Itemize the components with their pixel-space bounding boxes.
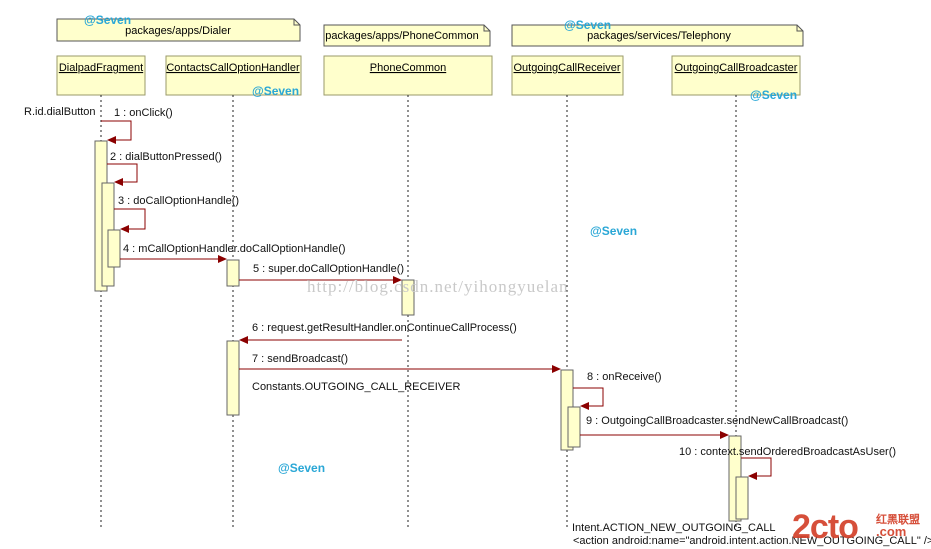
author-watermark: @Seven xyxy=(750,88,797,102)
message-arrow-3 xyxy=(114,208,146,233)
message-arrow-8 xyxy=(573,387,604,410)
lifeline-header-phonecommon: PhoneCommon xyxy=(323,55,493,96)
activation-bars xyxy=(94,140,749,522)
message-label-6: 6 : request.getResultHandler.onContinueC… xyxy=(252,322,517,334)
author-watermark: @Seven xyxy=(84,13,131,27)
lifeline-label-outgoingcallbroadcaster: OutgoingCallBroadcaster xyxy=(675,62,798,74)
receiver-constant-note: Constants.OUTGOING_CALL_RECEIVER xyxy=(252,381,461,393)
manifest-line-note: <action android:name="android.intent.act… xyxy=(573,535,931,547)
message-arrows xyxy=(101,120,772,480)
message-label-5: 5 : super.doCallOptionHandle() xyxy=(253,263,404,275)
activation-handler-1 xyxy=(226,259,240,287)
lifeline-header-contactscalloptionhandler: ContactsCallOptionHandler xyxy=(165,55,302,96)
url-watermark: http://blog.csdn.net/yihongyuelan xyxy=(307,277,569,296)
message-label-4: 4 : mCallOptionHandler.doCallOptionHandl… xyxy=(123,243,346,255)
message-label-3: 3 : doCallOptionHandle() xyxy=(118,195,239,207)
lifeline-header-outgoingcallbroadcaster: OutgoingCallBroadcaster xyxy=(671,55,801,96)
activation-broadcaster-2 xyxy=(735,476,749,520)
author-watermark: @Seven xyxy=(252,84,299,98)
activation-handler-2 xyxy=(226,340,240,416)
message-label-8: 8 : onReceive() xyxy=(587,371,662,383)
trigger-label: R.id.dialButton xyxy=(24,106,96,118)
package-label-dialer: packages/apps/Dialer xyxy=(125,25,231,37)
lifeline-header-outgoingcallreceiver: OutgoingCallReceiver xyxy=(511,55,624,96)
site-logo-sub: .com xyxy=(876,524,906,539)
site-logo: 2cto .com 红黑联盟 xyxy=(792,508,920,546)
lifeline-label-outgoingcallreceiver: OutgoingCallReceiver xyxy=(514,62,621,74)
author-watermark: @Seven xyxy=(564,18,611,32)
activation-phonecommon-1 xyxy=(401,279,415,316)
message-label-10: 10 : context.sendOrderedBroadcastAsUser(… xyxy=(679,446,896,458)
intent-action-note: Intent.ACTION_NEW_OUTGOING_CALL xyxy=(572,522,776,534)
message-label-1: 1 : onClick() xyxy=(114,107,173,119)
author-watermark: @Seven xyxy=(278,461,325,475)
package-note-phonecommon: packages/apps/PhoneCommon xyxy=(323,24,491,47)
message-label-9: 9 : OutgoingCallBroadcaster.sendNewCallB… xyxy=(586,415,848,427)
activation-dialpad-3 xyxy=(107,229,121,268)
message-arrow-10 xyxy=(741,457,772,480)
message-arrow-2 xyxy=(107,163,138,186)
message-arrow-1 xyxy=(101,120,132,144)
author-watermark: @Seven xyxy=(590,224,637,238)
site-logo-text: 2cto xyxy=(792,508,858,546)
message-label-7: 7 : sendBroadcast() xyxy=(252,353,348,365)
lifeline-header-dialpadfragment: DialpadFragment xyxy=(56,55,146,96)
lifeline-label-contactscalloptionhandler: ContactsCallOptionHandler xyxy=(166,62,300,74)
package-label-phonecommon: packages/apps/PhoneCommon xyxy=(325,30,478,42)
lifeline-label-phonecommon: PhoneCommon xyxy=(370,62,446,74)
package-note-telephony: packages/services/Telephony xyxy=(511,24,804,47)
package-note-dialer: packages/apps/Dialer xyxy=(56,18,301,42)
lifeline-label-dialpadfragment: DialpadFragment xyxy=(59,62,143,74)
activation-receiver-2 xyxy=(567,406,581,448)
message-label-2: 2 : dialButtonPressed() xyxy=(110,151,222,163)
site-logo-cn: 红黑联盟 xyxy=(876,512,920,526)
package-label-telephony: packages/services/Telephony xyxy=(587,30,731,42)
